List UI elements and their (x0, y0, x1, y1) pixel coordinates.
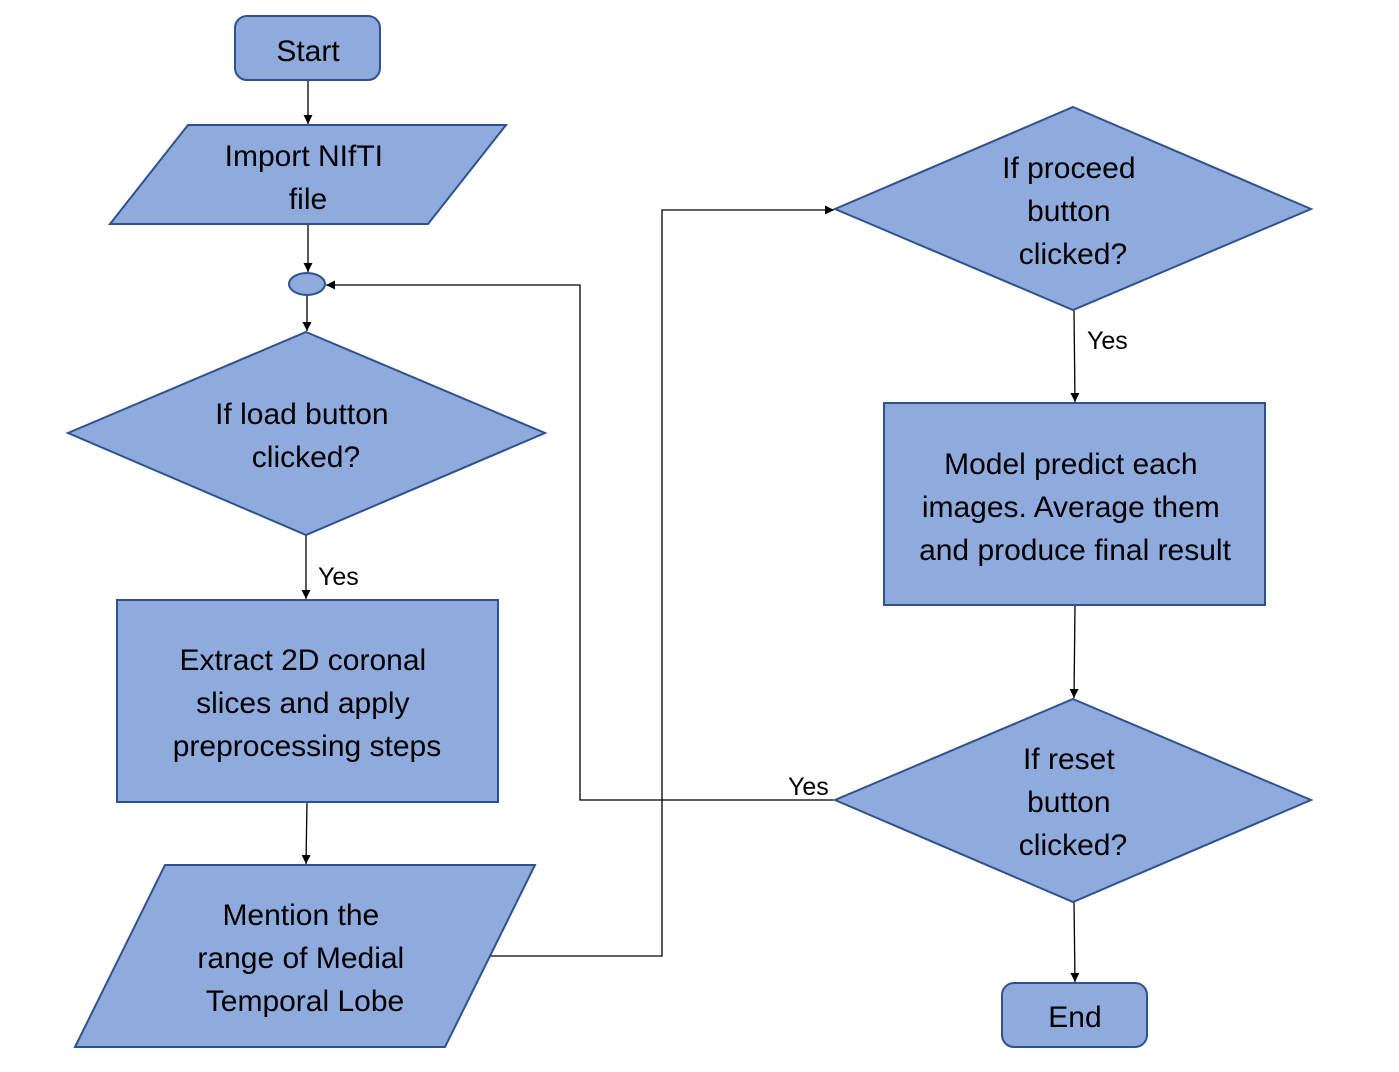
proceed-decision-diamond (832, 105, 1314, 312)
end-label: End (1048, 1001, 1101, 1034)
reset-decision-diamond (832, 697, 1314, 904)
edge-reset-decision-loop-back (326, 280, 834, 801)
edge-mention-to-proceed-decision (490, 205, 834, 957)
edge-extract-to-mention (301, 801, 311, 865)
start-terminal (234, 15, 381, 81)
reset-decision-label: If reset button clicked? (1019, 743, 1127, 862)
import-file-io (107, 124, 509, 225)
extract-slices-process (116, 599, 499, 803)
end-terminal (1001, 982, 1148, 1048)
mention-range-label: Mention the range of Medial Temporal Lob… (197, 899, 412, 1018)
model-predict-label: Model predict each images. Average them … (919, 448, 1232, 567)
start-label: Start (276, 35, 340, 68)
reset-yes-label: Yes (788, 773, 829, 801)
proceed-yes-label: Yes (1087, 327, 1128, 355)
load-decision-diamond (65, 330, 548, 537)
model-predict-process (883, 402, 1266, 606)
import-file-label: Import NIfTI file (225, 140, 392, 216)
extract-slices-label: Extract 2D coronal slices and apply prep… (173, 644, 441, 763)
mention-range-io (73, 864, 537, 1048)
edge-proceed-decision-to-model (1070, 309, 1080, 403)
edge-model-to-reset-decision (1069, 605, 1079, 699)
loop-junction (288, 272, 326, 296)
edge-reset-decision-to-end (1070, 901, 1080, 983)
load-decision-label: If load button clicked? (215, 398, 397, 474)
proceed-decision-label: If proceed button clicked? (1002, 152, 1144, 271)
load-yes-label: Yes (318, 563, 359, 591)
